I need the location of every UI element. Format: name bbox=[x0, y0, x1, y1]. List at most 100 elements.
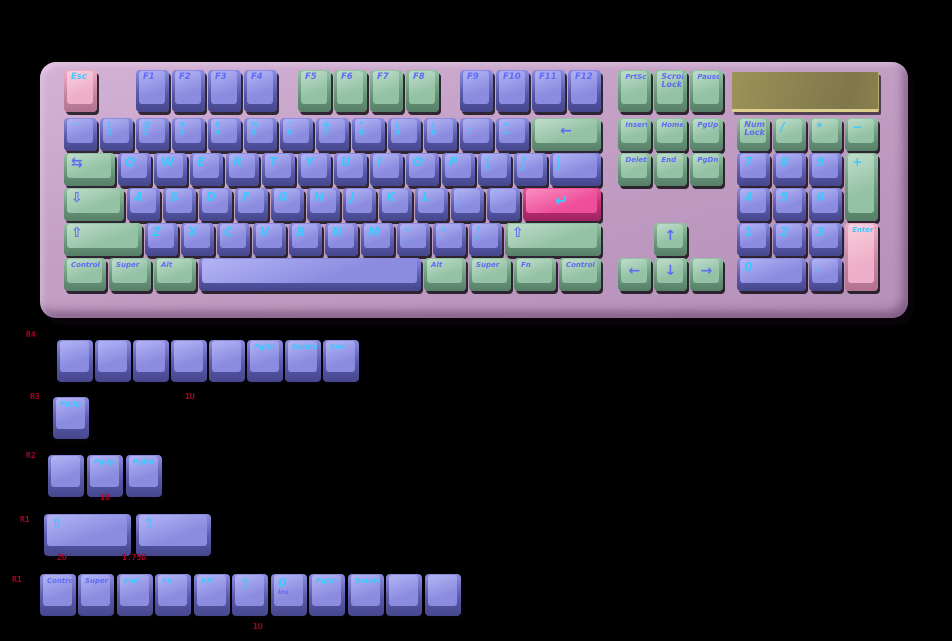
key-x[interactable]: X bbox=[181, 223, 214, 256]
key-b-delete[interactable]: Delete bbox=[348, 574, 384, 616]
key-kp-enter[interactable]: Enter bbox=[845, 223, 879, 291]
key-up[interactable]: ↑ bbox=[654, 223, 688, 256]
key-right[interactable]: → bbox=[690, 258, 724, 291]
key-6[interactable]: ^ 6 bbox=[280, 118, 313, 151]
key-f12[interactable]: F12 bbox=[568, 70, 601, 112]
key-l[interactable]: L bbox=[415, 188, 448, 221]
key-f7[interactable]: F7 bbox=[370, 70, 403, 112]
key-comma[interactable]: < , bbox=[397, 223, 430, 256]
key-r4-blank2[interactable] bbox=[95, 340, 131, 382]
key-lctrl[interactable]: Control bbox=[64, 258, 106, 291]
key-enter[interactable]: ↵ bbox=[523, 188, 601, 221]
key-v[interactable]: V bbox=[253, 223, 286, 256]
key-down[interactable]: ↓ bbox=[654, 258, 688, 291]
key-pgup[interactable]: PgUp bbox=[690, 118, 724, 151]
key-numlock[interactable]: Num Lock bbox=[737, 118, 771, 151]
key-b-super[interactable]: Super bbox=[78, 574, 114, 616]
key-insert[interactable]: Insert bbox=[618, 118, 652, 151]
key-f4[interactable]: F4 bbox=[244, 70, 277, 112]
key-rbracket[interactable]: } ] bbox=[514, 153, 547, 186]
key-rsuper[interactable]: Super bbox=[469, 258, 511, 291]
key-fn[interactable]: Fn bbox=[514, 258, 556, 291]
key-ralt[interactable]: Alt bbox=[424, 258, 466, 291]
key-r1-shift-2u[interactable]: ⇧ bbox=[44, 514, 131, 556]
key-kp-add[interactable]: + bbox=[845, 153, 879, 221]
key-r2-pgup[interactable]: PgUp bbox=[87, 455, 123, 497]
key-g[interactable]: G bbox=[271, 188, 304, 221]
key-e[interactable]: E bbox=[190, 153, 223, 186]
key-r[interactable]: R bbox=[226, 153, 259, 186]
key-end[interactable]: End bbox=[654, 153, 688, 186]
key-scroll-lock[interactable]: Scroll Lock bbox=[654, 70, 688, 112]
key-a[interactable]: A bbox=[127, 188, 160, 221]
key-9[interactable]: ( 9 bbox=[388, 118, 421, 151]
key-b-control[interactable]: Control bbox=[40, 574, 76, 616]
key-kp8[interactable]: 8 bbox=[773, 153, 807, 186]
key-u[interactable]: U bbox=[334, 153, 367, 186]
key-kp1[interactable]: 1 bbox=[737, 223, 771, 256]
key-b-blank1[interactable] bbox=[386, 574, 422, 616]
key-period[interactable]: > . bbox=[433, 223, 466, 256]
key-f8[interactable]: F8 bbox=[406, 70, 439, 112]
key-b[interactable]: B bbox=[289, 223, 322, 256]
key-quote[interactable]: " ' bbox=[487, 188, 520, 221]
key-c[interactable]: C bbox=[217, 223, 250, 256]
key-b-alt[interactable]: Alt bbox=[194, 574, 230, 616]
key-j[interactable]: J bbox=[343, 188, 376, 221]
key-f11[interactable]: F11 bbox=[532, 70, 565, 112]
key-r4-blank5[interactable] bbox=[209, 340, 245, 382]
key-0[interactable]: ) 0 bbox=[424, 118, 457, 151]
key-r4-blank3[interactable] bbox=[133, 340, 169, 382]
key-1[interactable]: ! 1 bbox=[100, 118, 133, 151]
key-p[interactable]: P bbox=[442, 153, 475, 186]
key-b-end[interactable]: End bbox=[117, 574, 153, 616]
key-kp-subtract[interactable]: − bbox=[845, 118, 879, 151]
key-f9[interactable]: F9 bbox=[460, 70, 493, 112]
key-pause[interactable]: Pause bbox=[690, 70, 724, 112]
key-equals[interactable]: + = bbox=[496, 118, 529, 151]
key-caps[interactable]: ⇩ bbox=[64, 188, 124, 221]
key-d[interactable]: D bbox=[199, 188, 232, 221]
key-b-fn[interactable]: Fn bbox=[155, 574, 191, 616]
key-kp2[interactable]: 2 bbox=[773, 223, 807, 256]
key-delete[interactable]: Delete bbox=[618, 153, 652, 186]
key-pgdn[interactable]: PgDn bbox=[690, 153, 724, 186]
key-f2[interactable]: F2 bbox=[172, 70, 205, 112]
key-k[interactable]: K bbox=[379, 188, 412, 221]
key-5[interactable]: % 5 bbox=[244, 118, 277, 151]
key-kp0[interactable]: 0 bbox=[737, 258, 807, 291]
key-kp9[interactable]: 9 bbox=[809, 153, 843, 186]
key-f3[interactable]: F3 bbox=[208, 70, 241, 112]
key-q[interactable]: Q bbox=[118, 153, 151, 186]
key-f6[interactable]: F6 bbox=[334, 70, 367, 112]
key-r3-pgup[interactable]: PgUp bbox=[53, 397, 89, 439]
key-h[interactable]: H bbox=[307, 188, 340, 221]
key-backspace[interactable]: ← bbox=[532, 118, 601, 151]
key-print[interactable]: PrtSc bbox=[618, 70, 652, 112]
key-r4-blank4[interactable] bbox=[171, 340, 207, 382]
key-r2-pgdn[interactable]: PgDn bbox=[126, 455, 162, 497]
key-kp-divide[interactable]: / bbox=[773, 118, 807, 151]
key-n[interactable]: N bbox=[325, 223, 358, 256]
key-b-shift[interactable]: ⇧ bbox=[232, 574, 268, 616]
key-rctrl[interactable]: Control bbox=[559, 258, 601, 291]
key-grave[interactable]: ~ ` bbox=[64, 118, 97, 151]
key-i[interactable]: I bbox=[370, 153, 403, 186]
key-lalt[interactable]: Alt bbox=[154, 258, 196, 291]
key-r4-pgdn[interactable]: PgDn bbox=[247, 340, 283, 382]
key-lsuper[interactable]: Super bbox=[109, 258, 151, 291]
key-f1[interactable]: F1 bbox=[136, 70, 169, 112]
key-backslash[interactable]: | \ bbox=[550, 153, 601, 186]
key-z[interactable]: Z bbox=[145, 223, 178, 256]
key-kp7[interactable]: 7 bbox=[737, 153, 771, 186]
key-t[interactable]: T bbox=[262, 153, 295, 186]
key-2[interactable]: @ 2 bbox=[136, 118, 169, 151]
key-kp-dot[interactable]: . bbox=[809, 258, 843, 291]
key-m[interactable]: M bbox=[361, 223, 394, 256]
key-8[interactable]: * 8 bbox=[352, 118, 385, 151]
key-kp6[interactable]: 6 bbox=[809, 188, 843, 221]
key-3[interactable]: # 3 bbox=[172, 118, 205, 151]
key-r4-end[interactable]: End bbox=[323, 340, 359, 382]
key-7[interactable]: & 7 bbox=[316, 118, 349, 151]
